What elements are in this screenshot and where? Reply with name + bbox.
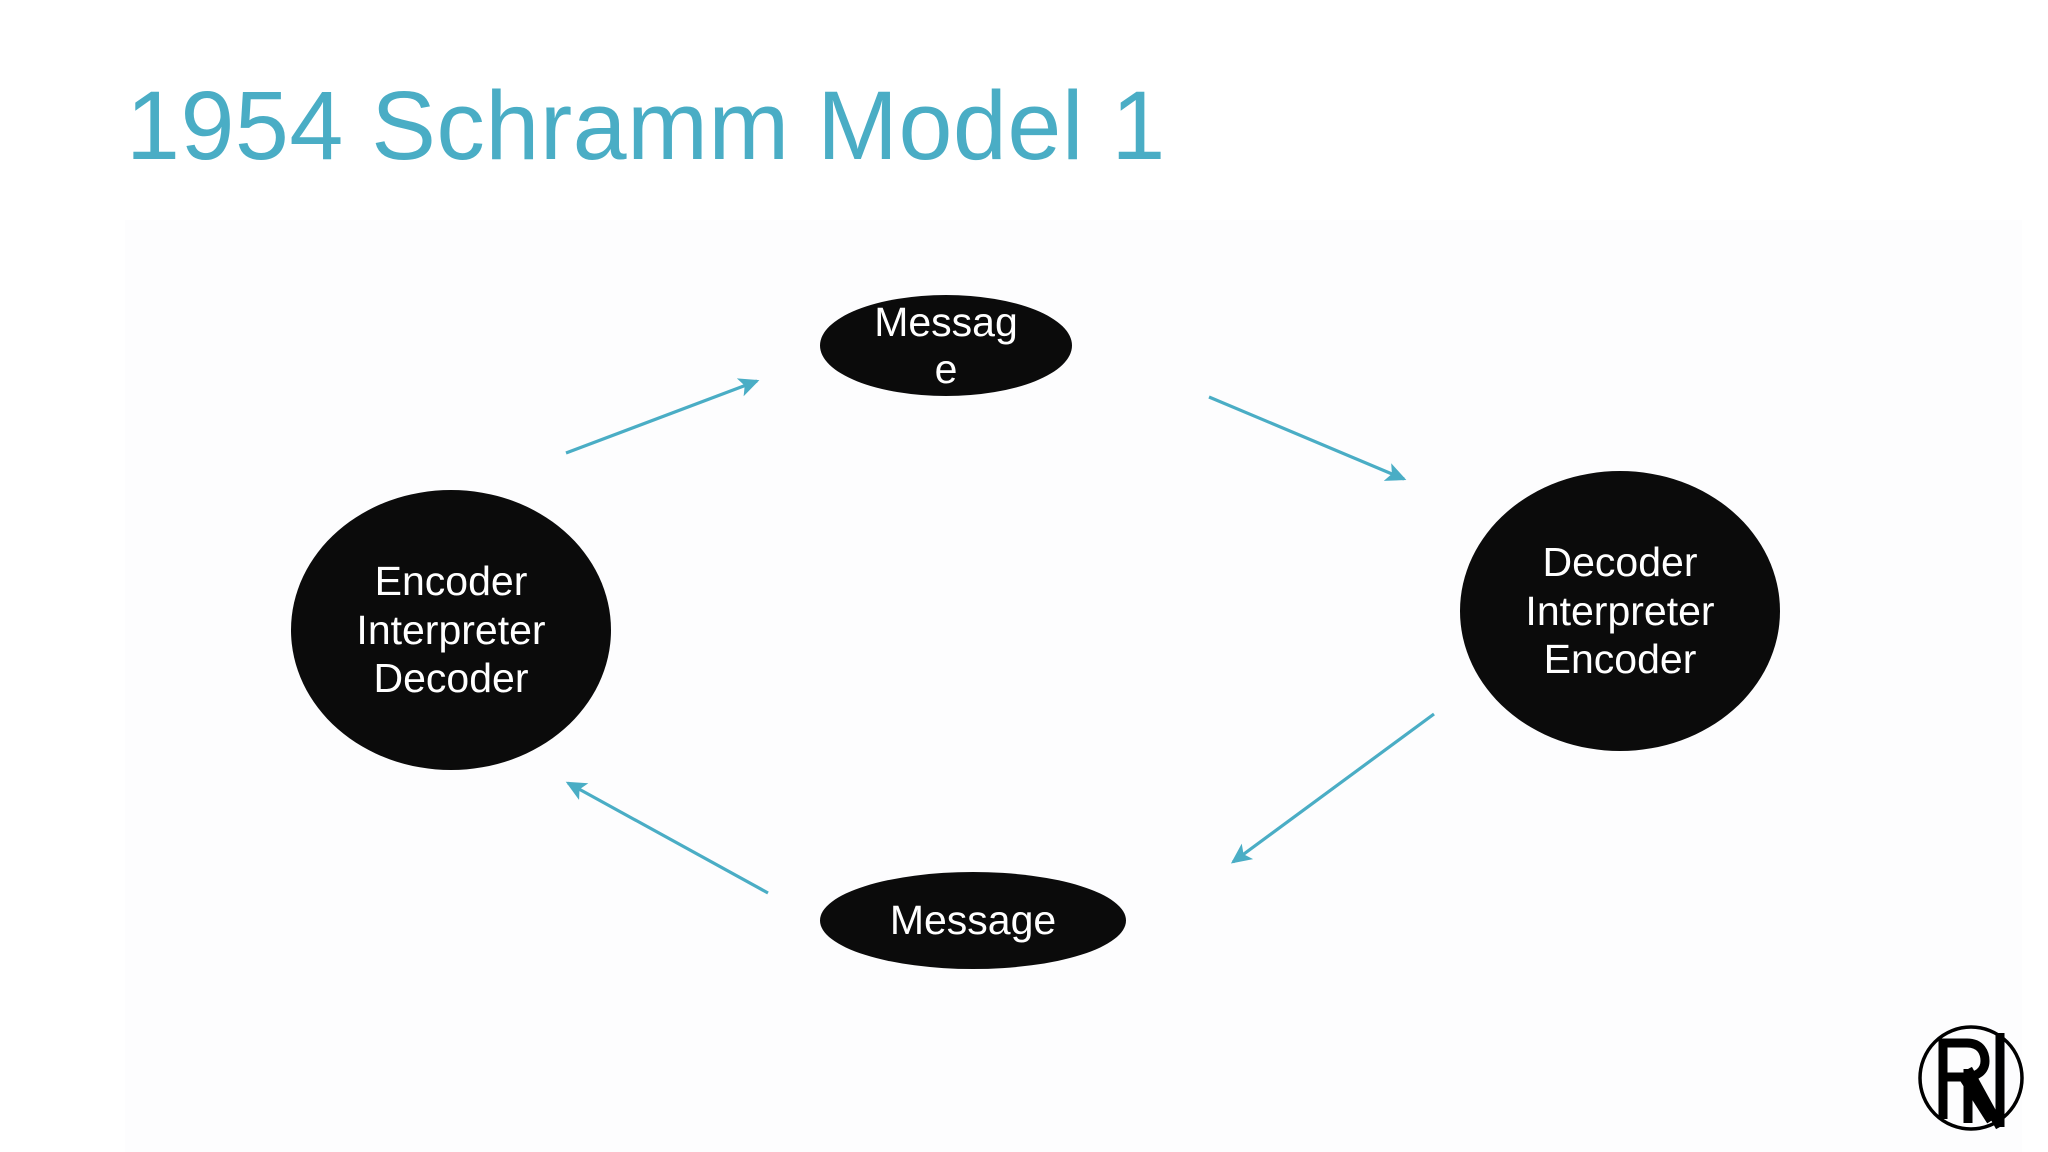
brand-logo-rn-icon: [1918, 1025, 2024, 1131]
diagram-node-message-bottom[interactable]: Message: [820, 872, 1126, 969]
diagram-node-receiver[interactable]: Decoder Interpreter Encoder: [1460, 471, 1780, 751]
diagram-node-label: Decoder Interpreter Encoder: [1525, 539, 1715, 683]
arrow-message-bottom-to-sender: [565, 781, 769, 895]
diagram-node-label: Encoder Interpreter Decoder: [356, 558, 546, 702]
arrow-message-top-to-receiver: [1208, 395, 1407, 481]
diagram-node-label: Message: [874, 298, 1018, 392]
diagram-node-sender[interactable]: Encoder Interpreter Decoder: [291, 490, 611, 770]
diagram-node-label: Message: [889, 897, 1057, 944]
arrow-receiver-to-message-bottom: [1230, 712, 1435, 864]
diagram-node-message-top[interactable]: Message: [820, 295, 1072, 396]
arrow-sender-to-message-top: [565, 378, 760, 455]
page-title: 1954 Schramm Model 1: [126, 71, 1166, 180]
